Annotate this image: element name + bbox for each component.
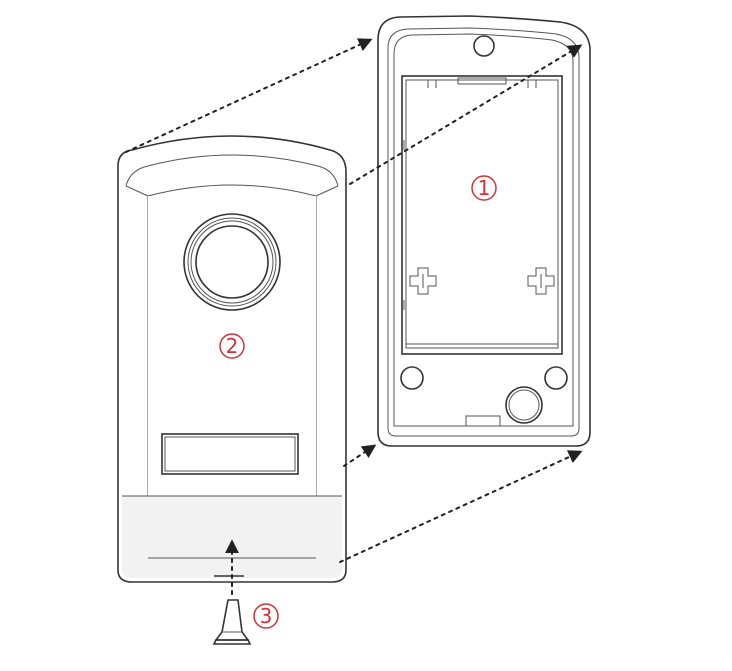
top-screw-hole xyxy=(473,35,495,57)
name-plate xyxy=(161,433,299,475)
back-plate xyxy=(377,15,591,447)
screw-icon xyxy=(212,599,252,645)
svg-text:2: 2 xyxy=(226,334,239,358)
arrow-bottom-left xyxy=(343,444,377,467)
front-panel xyxy=(117,135,347,583)
cable-hole xyxy=(505,386,543,424)
callout-2: 2 xyxy=(219,333,245,359)
callout-3: 3 xyxy=(253,603,279,629)
arrow-top-left xyxy=(125,38,373,153)
bottom-right-screw-hole xyxy=(544,366,568,390)
svg-text:3: 3 xyxy=(260,604,273,628)
right-mount-cross-icon xyxy=(527,267,555,295)
camera-lens-icon xyxy=(183,213,281,311)
arrow-bottom-right xyxy=(339,450,583,563)
bottom-left-screw-hole xyxy=(400,366,424,390)
left-mount-cross-icon xyxy=(409,267,437,295)
alignment-arrows xyxy=(125,38,583,595)
svg-text:1: 1 xyxy=(478,176,491,200)
arrow-top-right xyxy=(349,44,583,185)
callout-1: 1 xyxy=(471,175,497,201)
